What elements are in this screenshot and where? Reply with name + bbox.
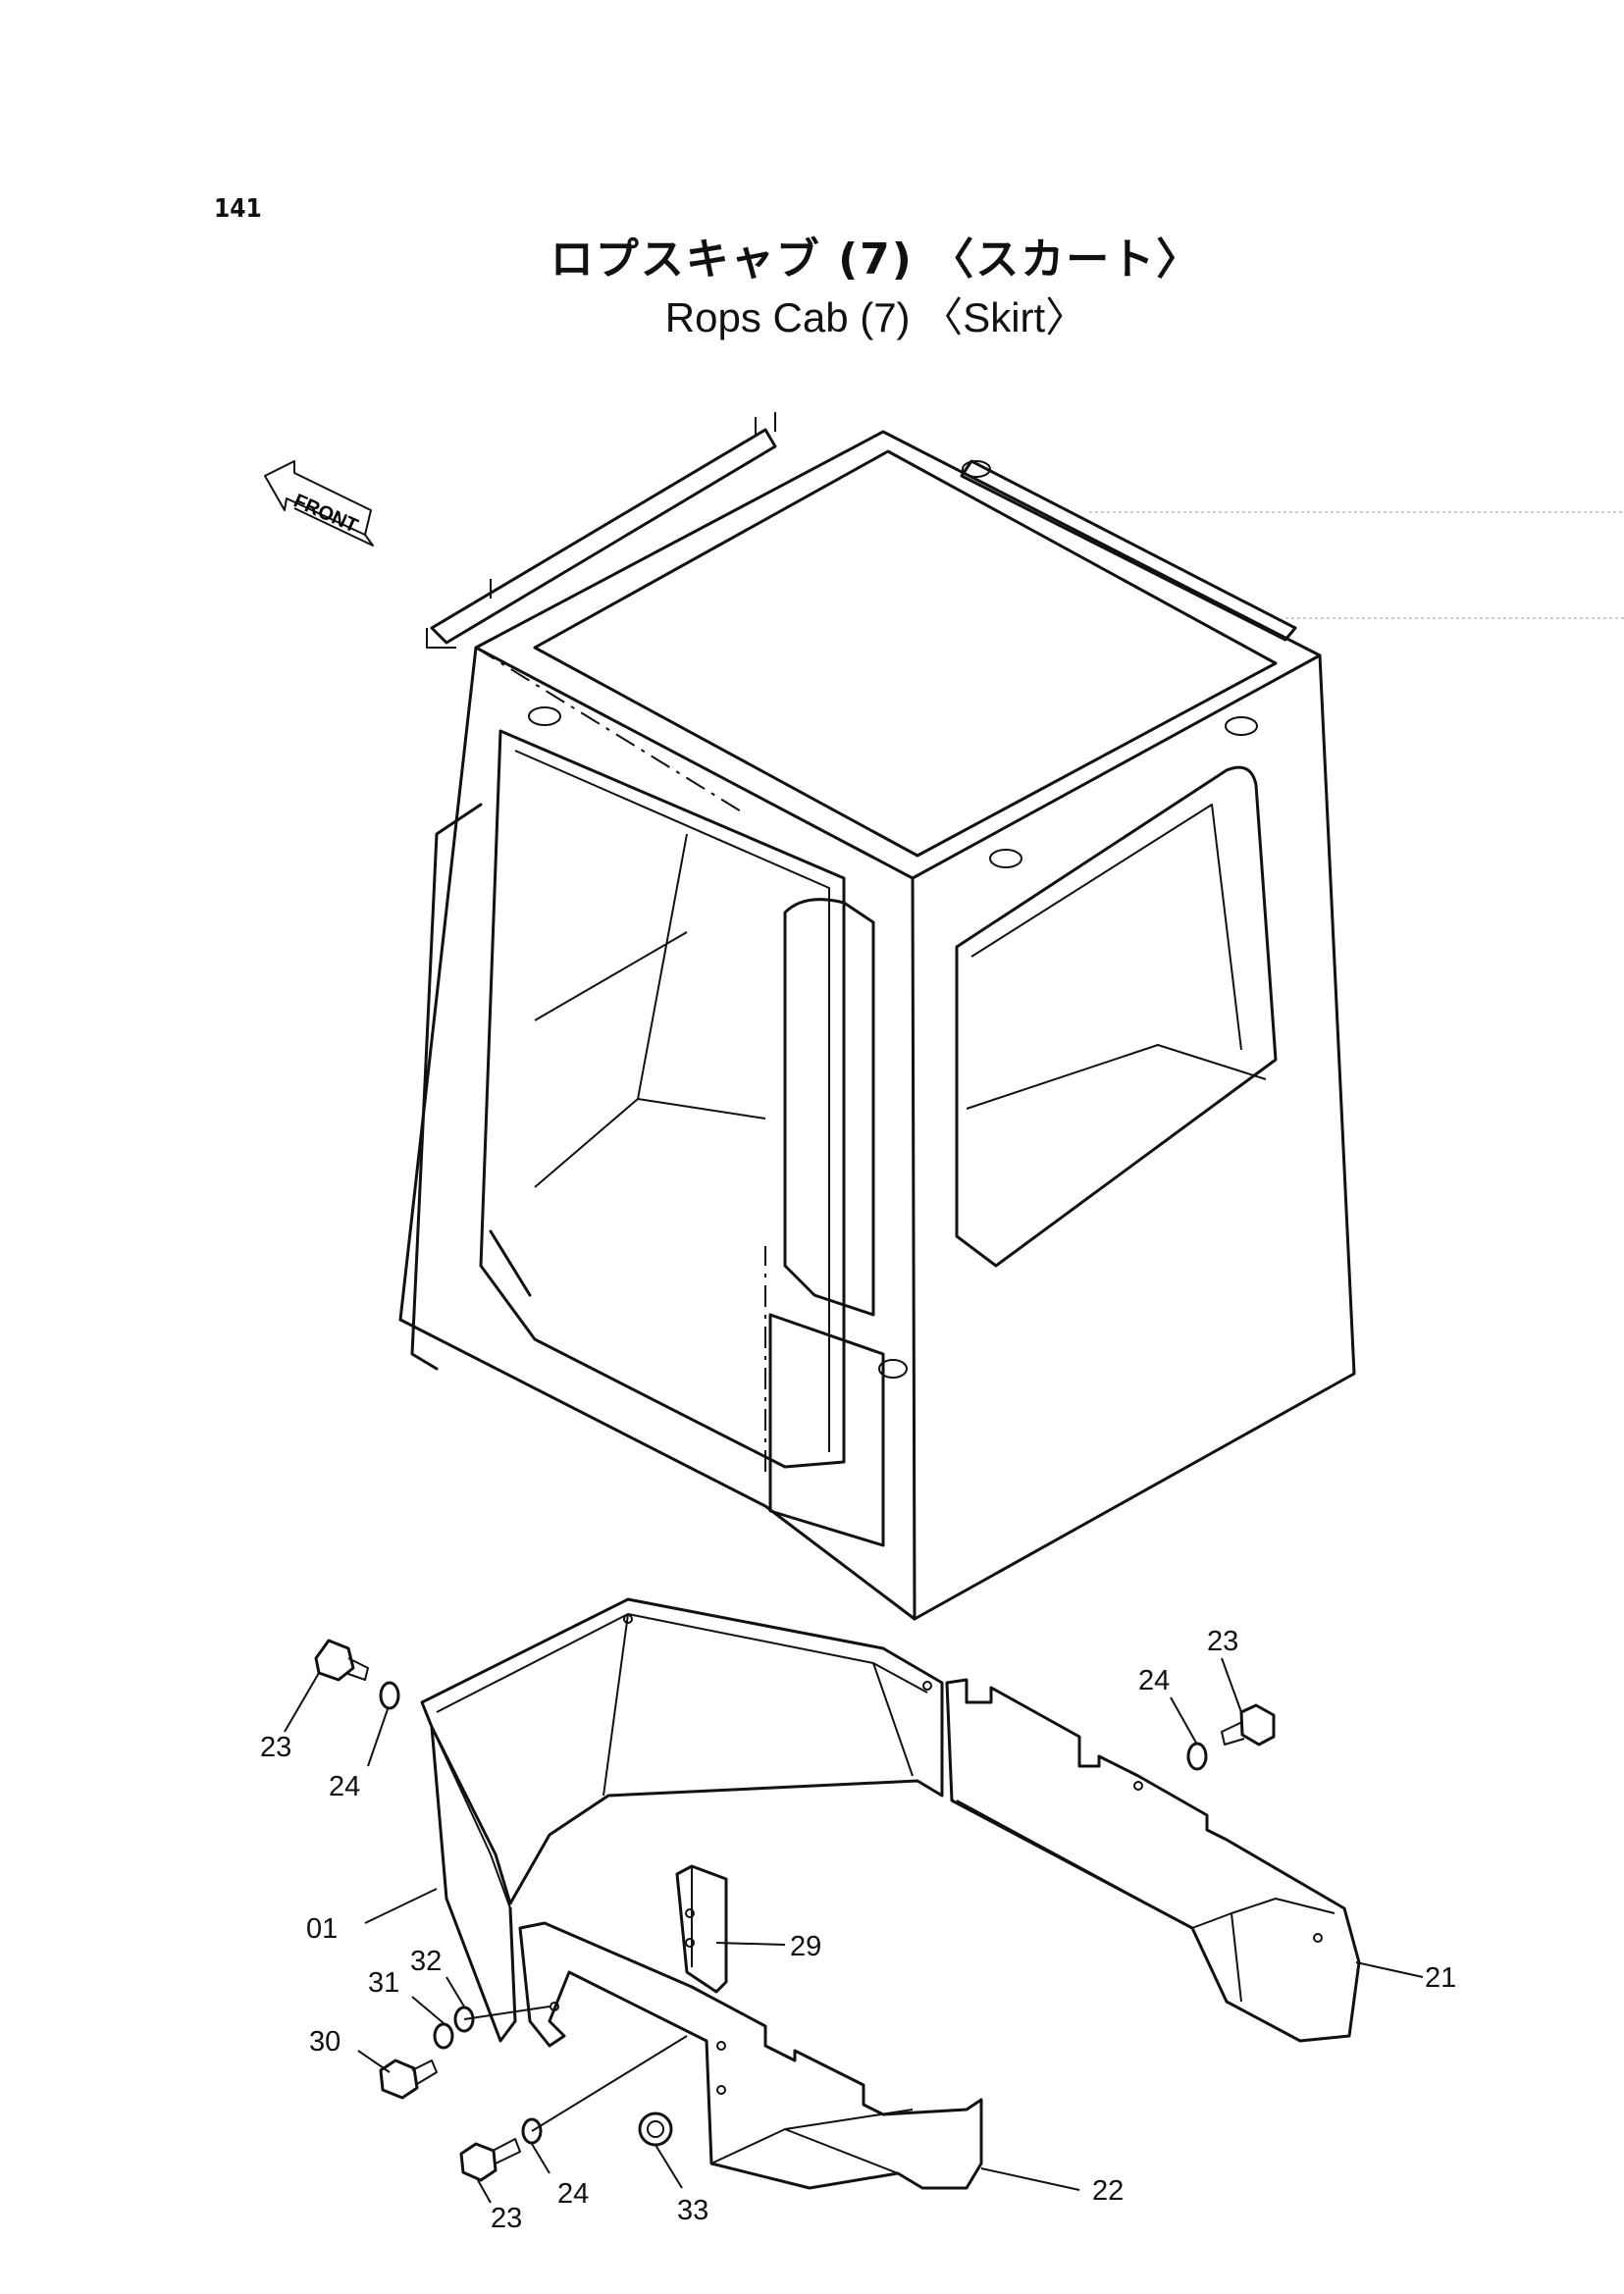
grommet-icon <box>638 2112 673 2147</box>
page-title-english: Rops Cab (7) 〈Skirt〉 <box>664 294 1087 340</box>
washer-icon <box>521 2117 543 2145</box>
washer-icon <box>1186 1742 1208 1771</box>
washer-icon <box>433 2022 454 2050</box>
callout-label: 21 <box>1425 1962 1456 1994</box>
skirt-right-part-21 <box>945 1678 1361 2043</box>
callout-label: 01 <box>306 1913 338 1945</box>
front-arrow-label: FRONT <box>290 490 361 537</box>
callout-label: 22 <box>1092 2175 1124 2207</box>
bolt-icon <box>314 1639 369 1682</box>
front-arrow-icon: FRONT <box>264 460 374 547</box>
leader-lines <box>284 1657 1424 2204</box>
washer-icon <box>379 1681 400 1710</box>
callout-label: 23 <box>1207 1626 1238 1657</box>
skirt-front-part-01 <box>420 1597 944 2043</box>
callout-label: 31 <box>368 1967 399 1999</box>
callout-label: 23 <box>491 2203 522 2234</box>
cab-body <box>398 412 1356 1621</box>
callout-label: 23 <box>260 1732 291 1763</box>
callout-label: 24 <box>557 2178 589 2210</box>
callout-label: 32 <box>410 1946 442 1977</box>
bracket-part-29 <box>675 1864 728 1994</box>
bolt-icon <box>1221 1703 1276 1747</box>
callout-label: 33 <box>677 2195 708 2226</box>
bolt-icon <box>459 2138 521 2182</box>
callout-label: 30 <box>309 2026 341 2058</box>
page-title-japanese: ロプスキャブ (7) 〈スカート〉 <box>550 235 1202 285</box>
page-number: 141 <box>214 194 262 224</box>
callout-label: 29 <box>790 1931 821 1962</box>
skirt-rear-part-22 <box>518 1921 983 2190</box>
callout-label: 24 <box>329 1771 360 1802</box>
callout-label: 24 <box>1138 1665 1170 1696</box>
bolt-icon <box>379 2059 438 2100</box>
washer-icon <box>453 2006 475 2033</box>
